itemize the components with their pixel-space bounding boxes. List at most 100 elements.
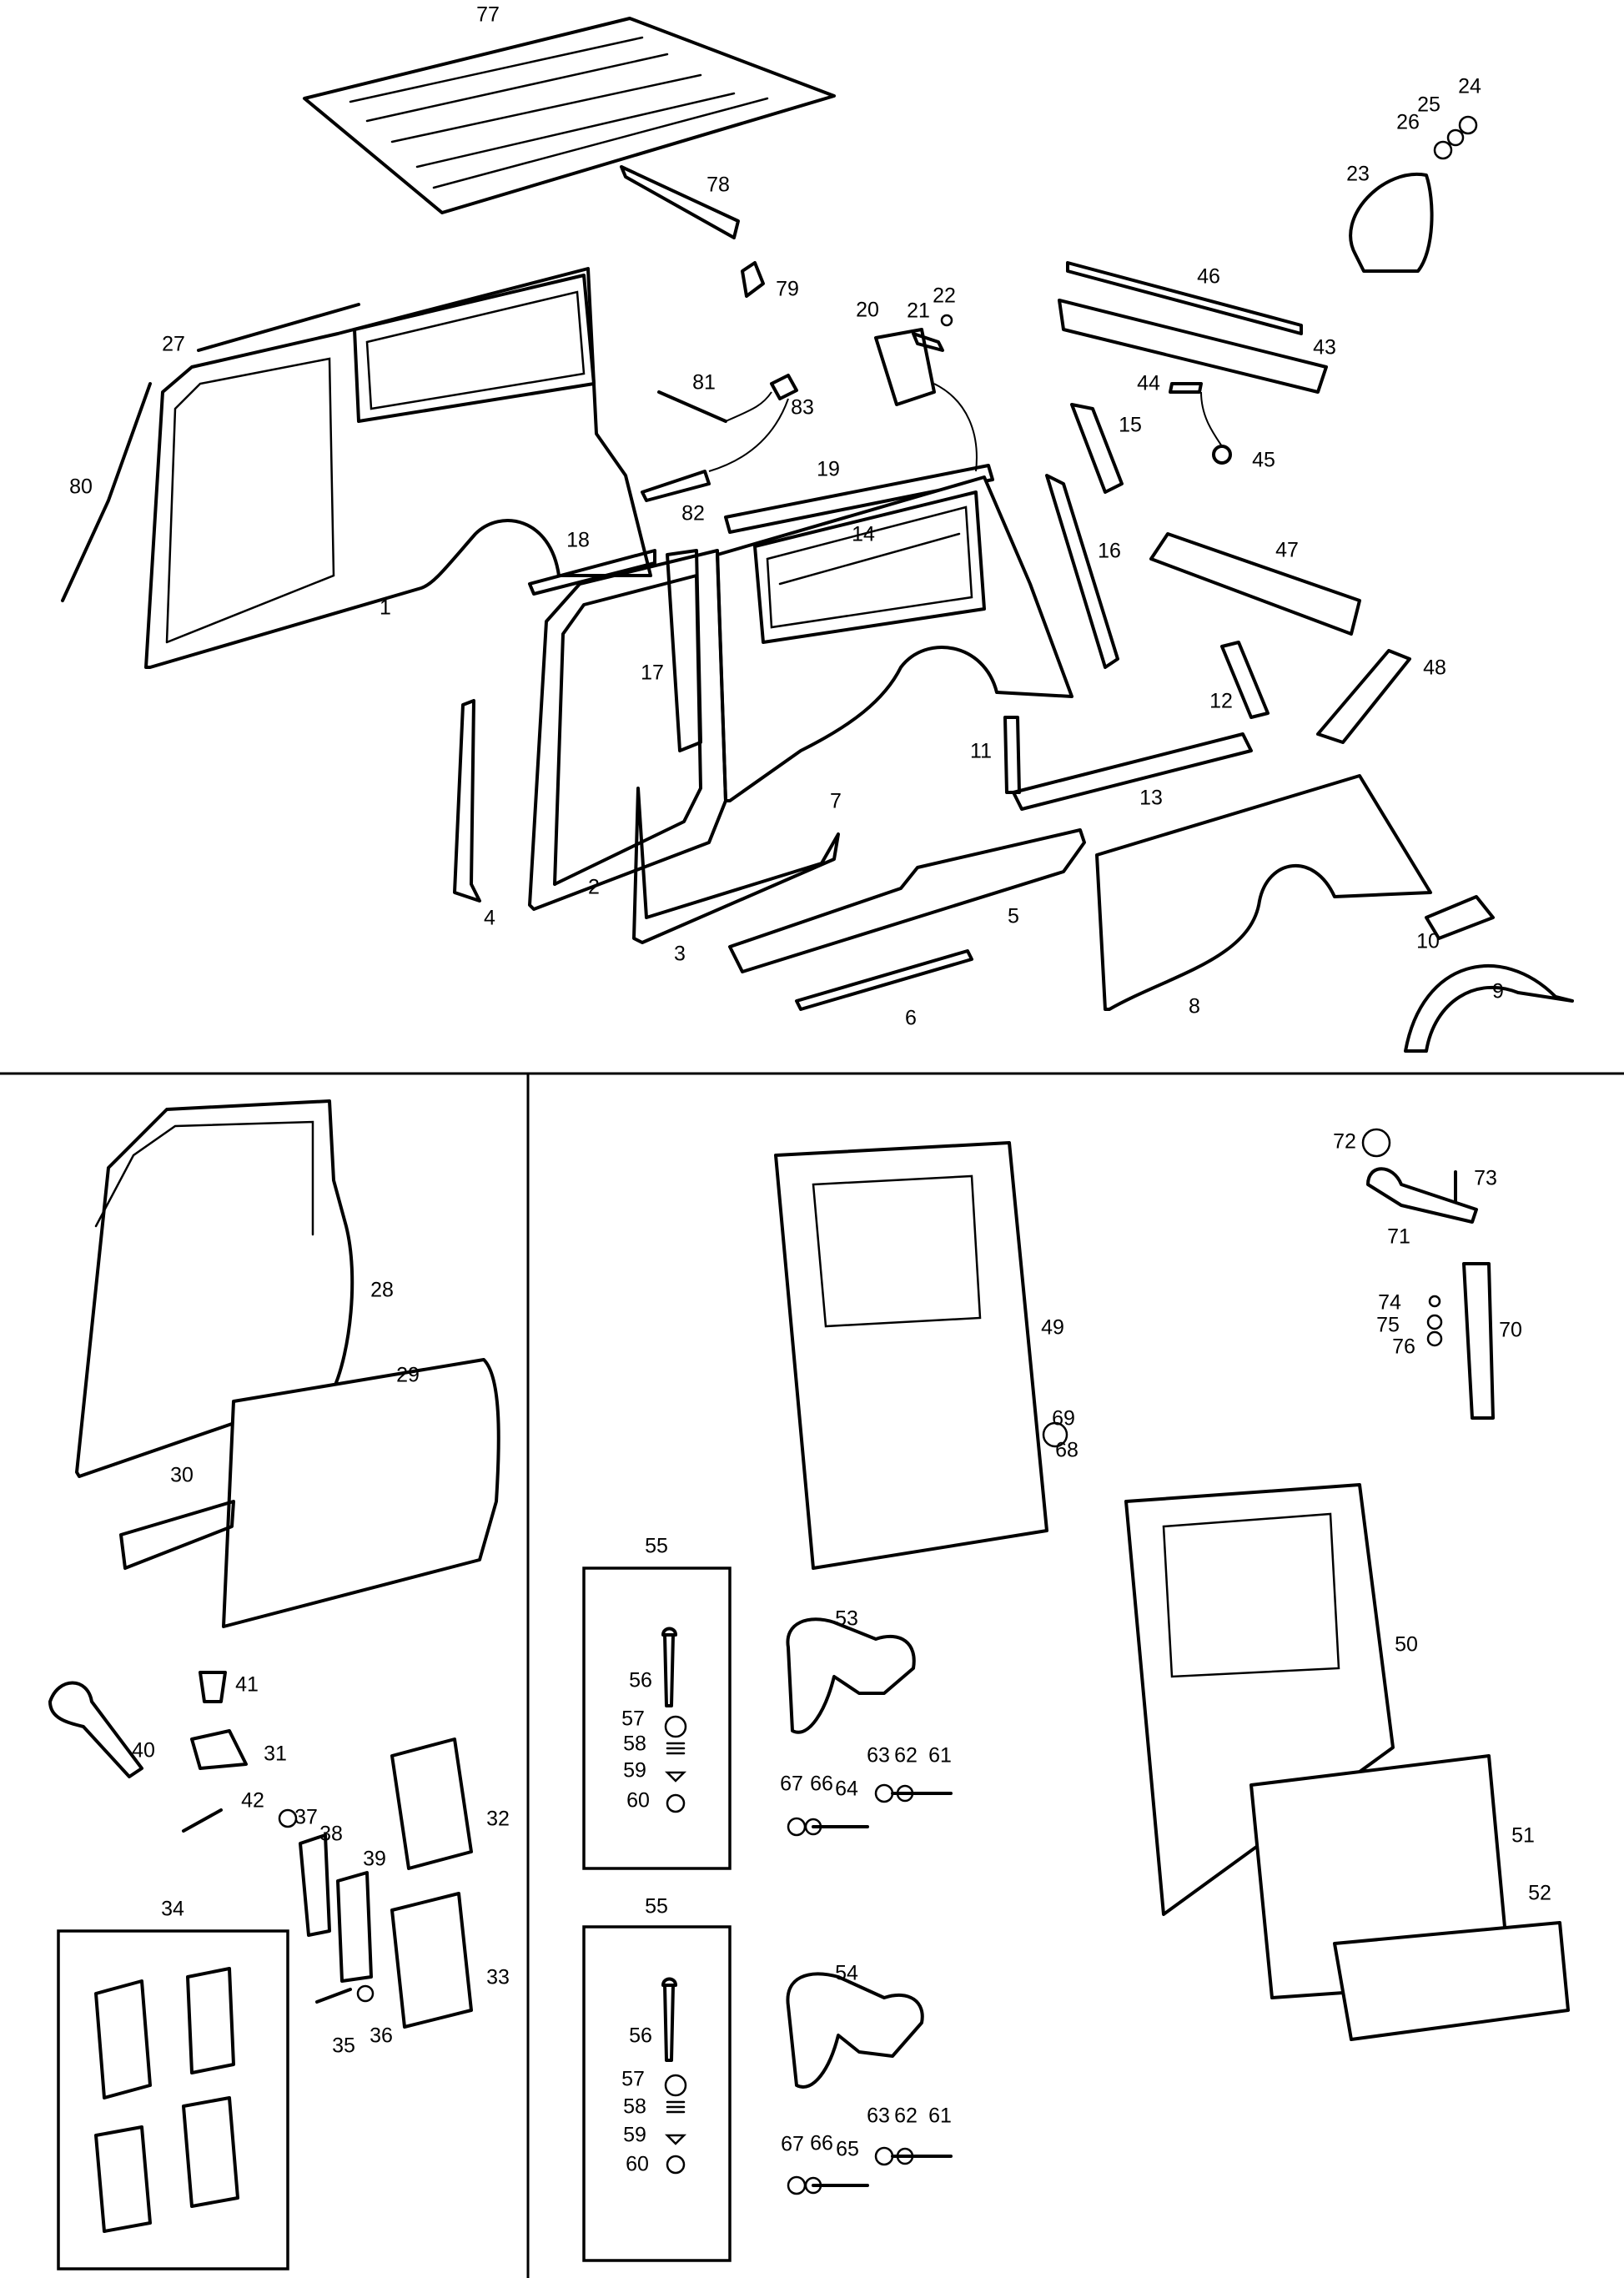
bracket-15 bbox=[1070, 403, 1124, 494]
bolt-56-top bbox=[661, 1627, 677, 1707]
callout-label: 8 bbox=[1189, 995, 1200, 1018]
strip-11 bbox=[1003, 716, 1021, 794]
callout-label: 3 bbox=[674, 943, 686, 966]
washer-68 bbox=[1042, 1421, 1068, 1448]
buffer-72 bbox=[1361, 1128, 1391, 1158]
nut-60-bottom bbox=[666, 2155, 686, 2175]
callout-label: 54 bbox=[835, 1962, 858, 1985]
window-seal-14 bbox=[778, 532, 961, 586]
nut-37 bbox=[278, 1808, 298, 1828]
nut-24 bbox=[1458, 115, 1478, 135]
washer-36 bbox=[356, 1984, 375, 2003]
roof-rail-46 bbox=[1066, 261, 1303, 335]
leader-83 bbox=[708, 391, 789, 472]
callout-label: 40 bbox=[132, 1739, 155, 1763]
wheel-arch-9 bbox=[1404, 964, 1574, 1053]
bracket-70 bbox=[1462, 1262, 1495, 1420]
callout-label: 48 bbox=[1423, 656, 1446, 680]
hinge-54 bbox=[786, 1972, 924, 2089]
callout-label: 33 bbox=[486, 1966, 510, 1989]
a-post-4 bbox=[453, 699, 481, 903]
callout-label: 83 bbox=[791, 396, 814, 420]
callout-label: 62 bbox=[894, 1744, 918, 1768]
nut-63-top bbox=[874, 1783, 894, 1803]
hinge-32 bbox=[390, 1737, 473, 1870]
screw-35 bbox=[315, 1988, 352, 2004]
callout-label: 44 bbox=[1137, 372, 1160, 395]
callout-label: 26 bbox=[1396, 111, 1420, 134]
callout-label: 55 bbox=[645, 1535, 668, 1558]
callout-label: 69 bbox=[1052, 1407, 1075, 1431]
callout-label: 59 bbox=[623, 2124, 646, 2147]
callout-label: 70 bbox=[1499, 1319, 1522, 1342]
callout-label: 52 bbox=[1528, 1882, 1551, 1905]
callout-label: 9 bbox=[1492, 980, 1504, 1003]
nut-60-top bbox=[666, 1793, 686, 1813]
nut-67-top bbox=[787, 1817, 807, 1837]
callout-label: 51 bbox=[1511, 1824, 1535, 1848]
callout-label: 47 bbox=[1275, 539, 1299, 562]
washer-26 bbox=[1433, 140, 1453, 160]
washer-59-top bbox=[664, 1771, 687, 1783]
callout-label: 19 bbox=[817, 458, 840, 481]
rear-door-49 bbox=[774, 1141, 1048, 1570]
callout-label: 53 bbox=[835, 1607, 858, 1631]
callout-label: 60 bbox=[626, 2153, 649, 2176]
callout-label: 58 bbox=[623, 1732, 646, 1756]
callout-label: 12 bbox=[1209, 690, 1233, 713]
bracket-31 bbox=[190, 1729, 248, 1770]
rail-43 bbox=[1058, 299, 1328, 394]
check-strap-40 bbox=[48, 1681, 143, 1778]
callout-label: 29 bbox=[396, 1364, 420, 1387]
hinge-33 bbox=[390, 1892, 473, 2029]
callout-label: 43 bbox=[1313, 336, 1336, 360]
callout-label: 31 bbox=[264, 1742, 287, 1766]
callout-label: 50 bbox=[1395, 1633, 1418, 1657]
callout-label: 63 bbox=[867, 2105, 890, 2128]
callout-label: 66 bbox=[810, 2132, 833, 2155]
callout-label: 30 bbox=[170, 1464, 194, 1487]
callout-label: 25 bbox=[1417, 93, 1440, 117]
callout-label: 73 bbox=[1474, 1167, 1497, 1190]
hinge-pillar-17 bbox=[666, 549, 702, 752]
callout-label: 28 bbox=[370, 1279, 394, 1302]
callout-label: 34 bbox=[161, 1898, 184, 1921]
roof-rail bbox=[620, 165, 740, 239]
callout-label: 67 bbox=[780, 1773, 803, 1796]
roof-panel bbox=[303, 17, 836, 214]
callout-label: 7 bbox=[830, 790, 842, 813]
callout-label: 35 bbox=[332, 2034, 355, 2058]
callout-label: 4 bbox=[484, 907, 495, 930]
washer-75 bbox=[1426, 1314, 1443, 1330]
callout-label: 59 bbox=[623, 1759, 646, 1783]
callout-label: 79 bbox=[776, 278, 799, 301]
callout-label: 13 bbox=[1139, 787, 1163, 810]
door-29 bbox=[222, 1358, 500, 1628]
callout-label: 57 bbox=[621, 2068, 645, 2091]
washer-62-top bbox=[896, 1784, 914, 1803]
callout-label: 66 bbox=[810, 1773, 833, 1796]
bracket-12 bbox=[1220, 641, 1270, 719]
pin-42 bbox=[182, 1808, 223, 1833]
nut-76 bbox=[1426, 1330, 1443, 1347]
callout-label: 1 bbox=[380, 596, 391, 620]
hinge-21 bbox=[912, 332, 944, 352]
callout-label: 57 bbox=[621, 1707, 645, 1731]
screw-45 bbox=[1200, 391, 1232, 465]
callout-label: 71 bbox=[1387, 1225, 1410, 1249]
callout-label: 64 bbox=[835, 1778, 858, 1801]
callout-label: 23 bbox=[1346, 163, 1370, 186]
callout-label: 20 bbox=[856, 299, 879, 322]
bracket-10 bbox=[1425, 895, 1495, 940]
callout-label: 32 bbox=[486, 1808, 510, 1831]
callout-label: 63 bbox=[867, 1744, 890, 1768]
callout-label: 81 bbox=[692, 371, 716, 395]
kit-hinge-a bbox=[94, 1979, 152, 2099]
check-strap-71 bbox=[1366, 1167, 1478, 1224]
callout-label: 14 bbox=[852, 523, 875, 546]
hinge-kit-box-34 bbox=[57, 1929, 289, 2270]
callout-label: 68 bbox=[1055, 1439, 1078, 1462]
screw-22 bbox=[940, 314, 953, 327]
door-pillar-16 bbox=[1045, 474, 1119, 669]
